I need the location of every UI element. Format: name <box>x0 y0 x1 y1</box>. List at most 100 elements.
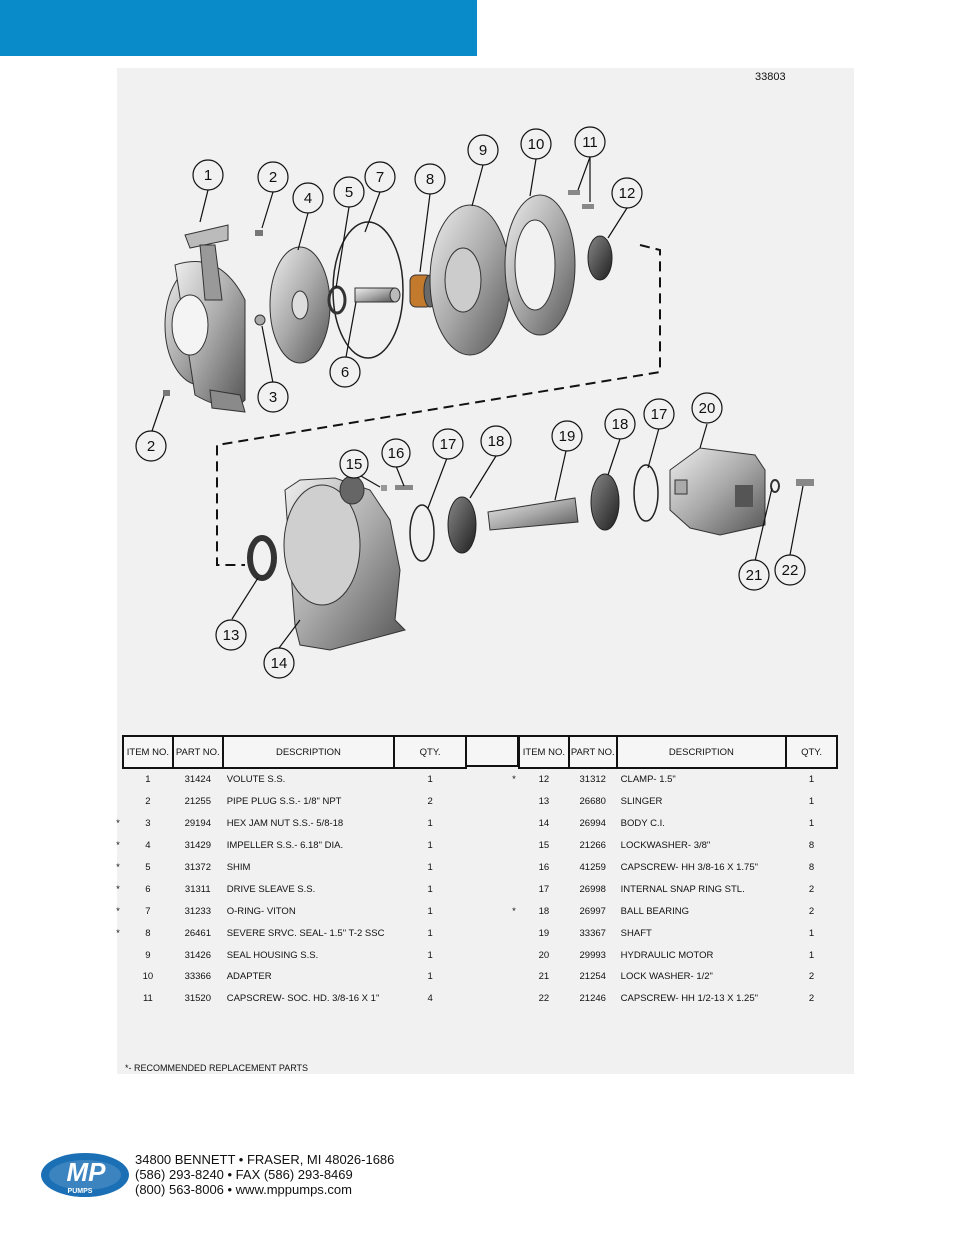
callout-11: 11 <box>574 126 606 158</box>
svg-text:4: 4 <box>304 190 312 207</box>
snap-ring-a <box>409 504 435 562</box>
item-number: 5 <box>145 862 151 873</box>
recommended-marker <box>113 988 123 1010</box>
bearing-a <box>447 496 477 554</box>
hydraulic-motor-part <box>669 447 766 536</box>
table-row: 17 26998 INTERNAL SNAP RING STL. 2 <box>509 878 837 900</box>
capscrew-16 <box>395 485 413 490</box>
callout-17-left: 17 <box>432 428 464 460</box>
svg-text:21: 21 <box>746 567 763 584</box>
header-item-no: ITEM NO. <box>517 735 570 769</box>
callout-2-top: 2 <box>257 161 289 193</box>
table-header: ITEM NO. PART NO. DESCRIPTION QTY. <box>509 735 838 769</box>
recommended-marker: * <box>116 818 120 830</box>
callout-18-right: 18 <box>604 408 636 440</box>
recommended-marker: * <box>512 905 516 917</box>
svg-text:8: 8 <box>426 171 434 188</box>
lockwasher <box>381 485 387 491</box>
part-description: CAPSCREW- HH 1/2-13 X 1.25" <box>620 993 758 1005</box>
quantity: 1 <box>427 883 433 895</box>
svg-text:14: 14 <box>271 655 288 672</box>
part-description: VOLUTE S.S. <box>226 774 286 786</box>
svg-text:3: 3 <box>269 389 277 406</box>
exploded-view-diagram: 1 2 4 5 7 8 9 10 11 12 6 3 2 15 16 17 18… <box>135 126 814 679</box>
header-bar <box>0 0 477 56</box>
part-description: HEX JAM NUT S.S.- 5/8-18 <box>226 818 344 830</box>
callout-16: 16 <box>381 438 411 468</box>
hex-jam-nut <box>254 314 266 326</box>
part-description: LOCK WASHER- 1/2" <box>620 971 713 983</box>
svg-text:18: 18 <box>488 433 505 450</box>
recommended-marker: * <box>512 773 516 785</box>
mp-pumps-logo: MP PUMPS <box>41 1153 129 1197</box>
slinger <box>247 535 277 581</box>
part-number: 21266 <box>579 840 606 852</box>
quantity: 1 <box>427 818 433 830</box>
callout-13: 13 <box>215 619 247 651</box>
item-number: 22 <box>538 993 550 1005</box>
quantity: 1 <box>427 862 433 873</box>
header-qty: QTY. <box>785 735 838 769</box>
quantity: 2 <box>808 883 815 895</box>
quantity: 1 <box>427 774 433 786</box>
item-number: 6 <box>145 883 151 895</box>
svg-text:2: 2 <box>269 169 277 186</box>
table-row: * 18 26997 BALL BEARING 2 <box>509 900 837 922</box>
item-number: 15 <box>538 840 550 852</box>
item-number: 21 <box>538 971 550 983</box>
recommended-marker <box>113 791 123 813</box>
part-number: 31311 <box>184 883 211 895</box>
quantity: 1 <box>808 927 815 939</box>
callout-15: 15 <box>339 449 369 479</box>
part-description: BALL BEARING <box>620 905 689 917</box>
callout-10: 10 <box>520 128 552 160</box>
capscrew-11a <box>568 190 580 195</box>
callout-5: 5 <box>333 176 365 208</box>
part-description: BODY C.I. <box>620 818 665 830</box>
part-description: INTERNAL SNAP RING STL. <box>620 883 745 895</box>
header-item-no: ITEM NO. <box>121 735 174 769</box>
item-number: 11 <box>142 993 153 1005</box>
part-number: 26994 <box>579 818 606 830</box>
table-header: ITEM NO. PART NO. DESCRIPTION QTY. <box>113 735 467 769</box>
part-number: 21254 <box>579 971 606 983</box>
item-number: 18 <box>538 905 550 917</box>
quantity: 2 <box>808 905 815 917</box>
callout-20: 20 <box>691 392 723 424</box>
callout-1: 1 <box>192 159 224 191</box>
part-description: SLINGER <box>620 796 663 808</box>
item-number: 13 <box>538 796 550 808</box>
svg-text:20: 20 <box>699 400 716 417</box>
quantity: 1 <box>427 905 433 917</box>
header-description: DESCRIPTION <box>221 735 396 769</box>
quantity: 1 <box>808 818 815 830</box>
part-number: 21246 <box>579 993 606 1005</box>
shaft-part <box>487 497 579 531</box>
part-description: SHAFT <box>620 927 652 939</box>
quantity: 1 <box>427 927 433 939</box>
svg-text:19: 19 <box>559 428 576 445</box>
part-number: 31372 <box>184 862 211 873</box>
item-number: 10 <box>142 971 154 983</box>
part-number: 26998 <box>579 883 606 895</box>
part-number: 31424 <box>184 774 211 786</box>
part-number: 26680 <box>579 796 606 808</box>
item-number: 17 <box>538 883 550 895</box>
recommended-marker <box>509 922 519 944</box>
svg-text:5: 5 <box>345 184 353 201</box>
recommended-parts-note: *- RECOMMENDED REPLACEMENT PARTS <box>125 1063 309 1073</box>
part-description: CAPSCREW- SOC. HD. 3/8-16 X 1" <box>226 993 380 1005</box>
part-number: 26997 <box>579 905 606 917</box>
recommended-marker: * <box>116 862 120 873</box>
part-number: 29993 <box>579 949 606 961</box>
callout-12: 12 <box>611 177 643 209</box>
contact-address: 34800 BENNETT • FRASER, MI 48026-1686 <box>135 1152 395 1167</box>
callout-bubbles: 1 2 4 5 7 8 9 10 11 12 6 3 2 15 16 17 18… <box>135 126 806 679</box>
callout-19: 19 <box>551 420 583 452</box>
